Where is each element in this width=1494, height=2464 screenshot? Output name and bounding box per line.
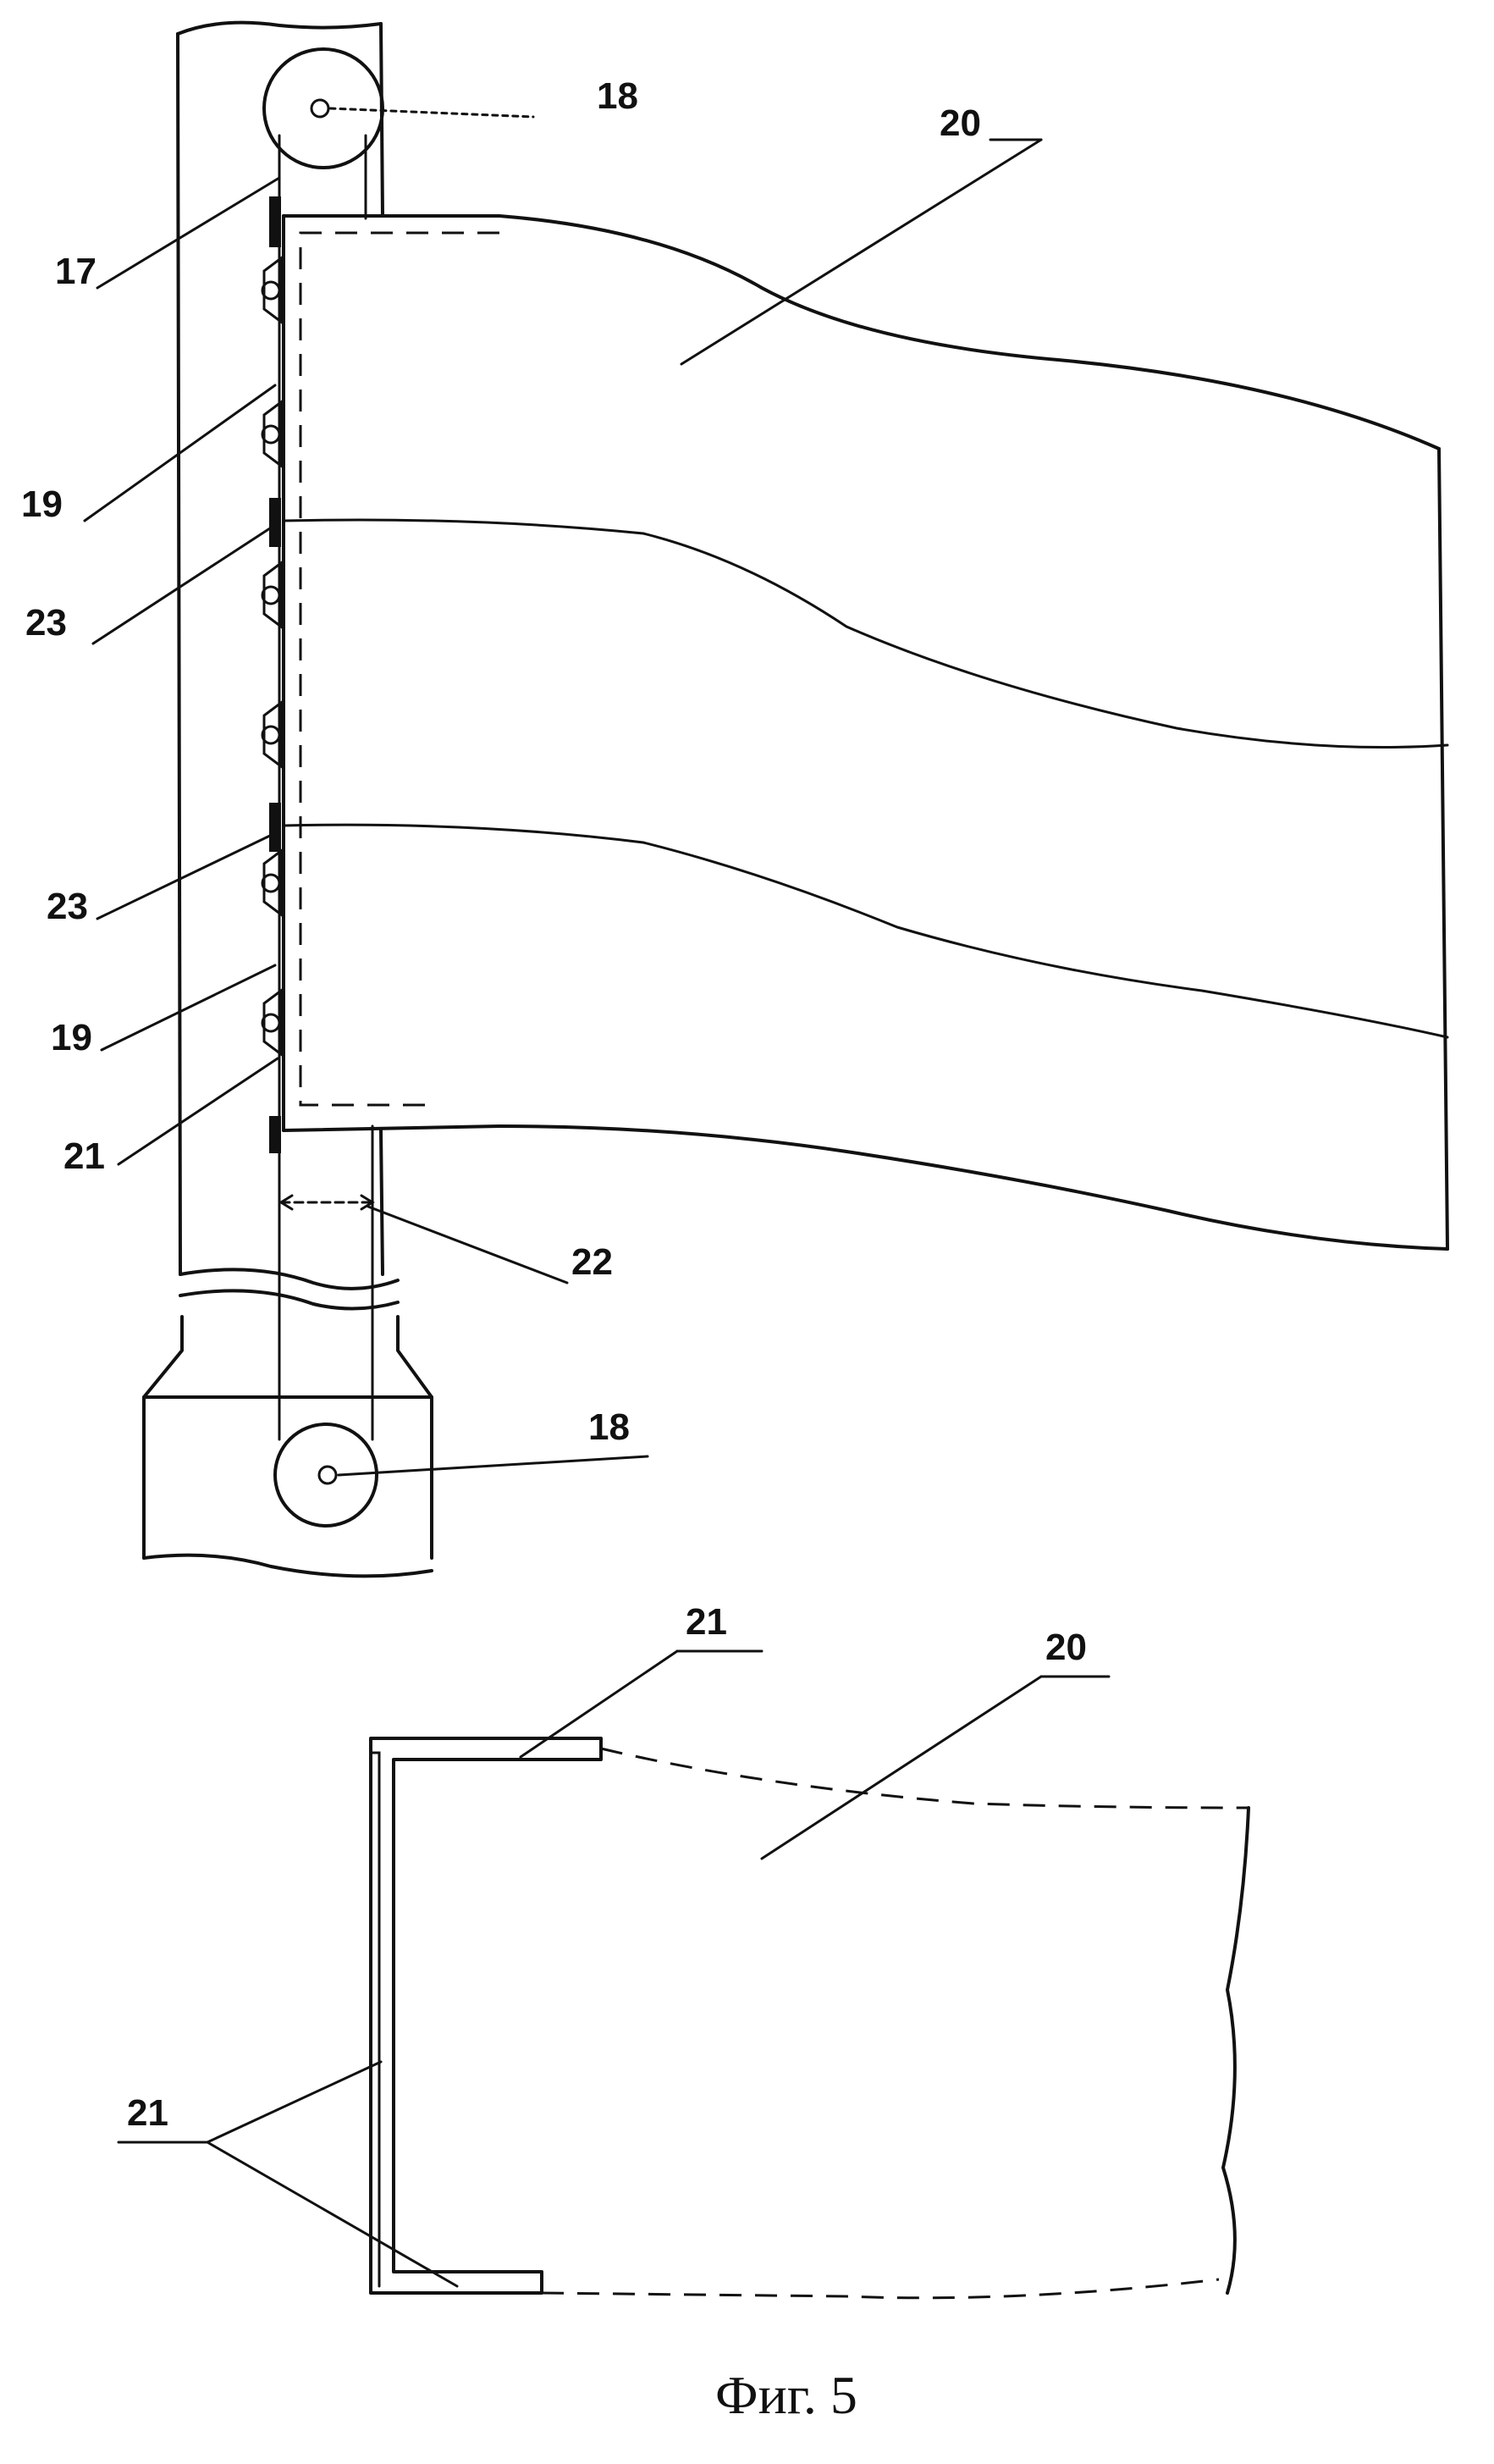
label-20-bottom: 20 [1045,1627,1087,1668]
label-21-b: 21 [686,1601,727,1643]
label-20-top: 20 [940,102,981,144]
label-21-a: 21 [63,1135,105,1177]
belt [278,134,374,1441]
width-dimension [278,1194,375,1211]
clips [261,256,283,1057]
flag-panel [282,214,1449,1251]
detail-view [369,1737,1250,2300]
label-19-b: 19 [51,1017,92,1058]
leader-lines [83,138,1111,2288]
top-pulley [262,47,535,169]
label-18-top: 18 [597,75,638,117]
label-22: 22 [571,1241,613,1283]
label-19-a: 19 [21,483,63,525]
fastening-strips [269,196,281,1153]
label-18-bottom: 18 [588,1406,630,1448]
label-23-a: 23 [25,602,67,644]
figure-caption: Фиг. 5 [715,2365,857,2425]
base-housing [142,1315,433,1578]
label-23-b: 23 [47,886,88,927]
label-21-c: 21 [127,2092,168,2134]
reference-labels: 18 20 17 19 23 23 19 21 22 18 21 20 21 [21,75,1087,2134]
label-17: 17 [55,251,96,292]
